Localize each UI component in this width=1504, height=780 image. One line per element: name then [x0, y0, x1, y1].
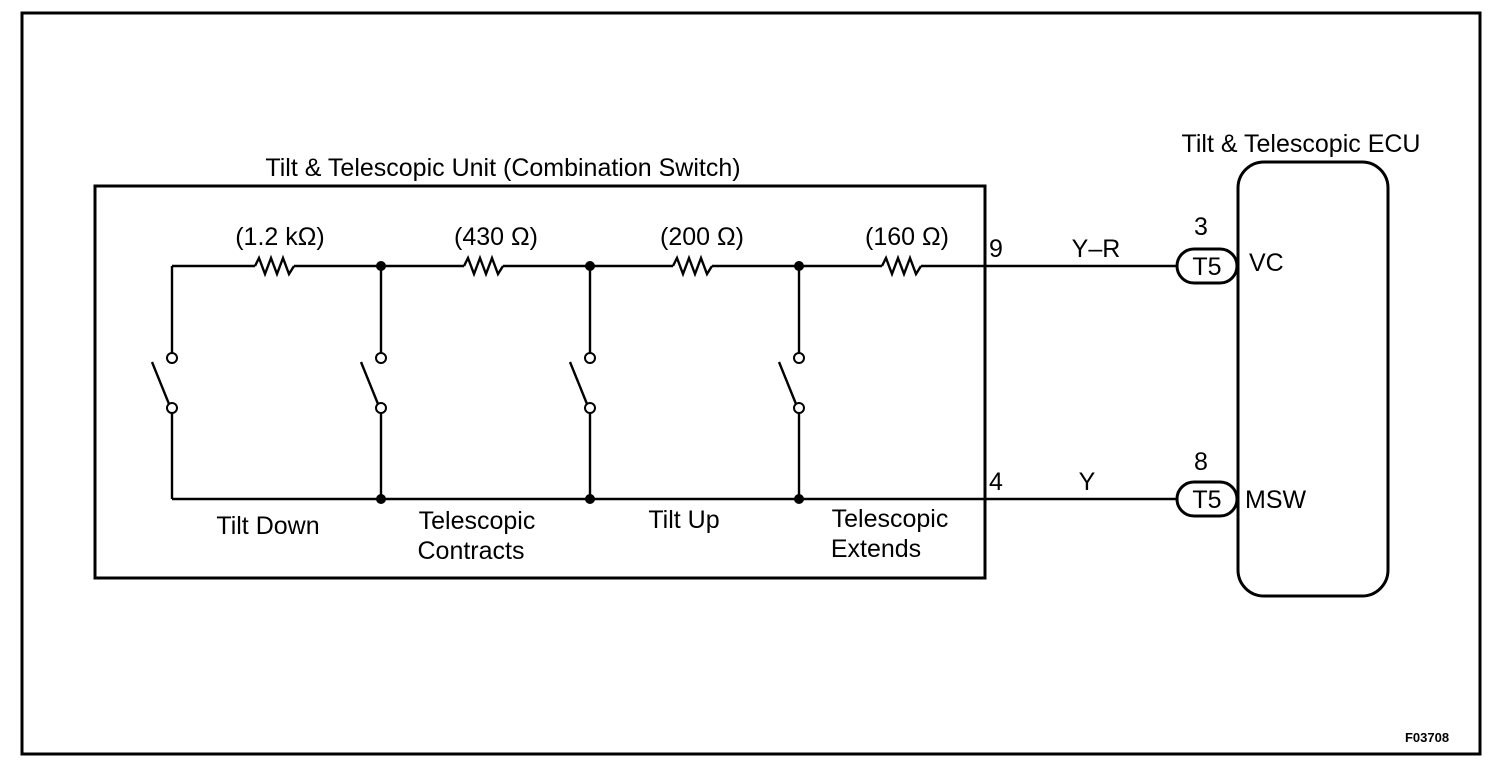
- ecu-title: Tilt & Telescopic ECU: [1182, 130, 1421, 158]
- connector-t5-msw: [1175, 480, 1239, 518]
- unit-pin-bottom: 4: [989, 468, 1003, 496]
- switch-label-telescopic-contracts-2: Contracts: [418, 537, 525, 565]
- terminal-msw: MSW: [1245, 486, 1307, 514]
- switch-label-telescopic-extends-1: Telescopic: [832, 505, 949, 533]
- wire-color-bottom: Y: [1079, 468, 1096, 496]
- unit-box: [93, 184, 987, 580]
- junction-dot: [585, 494, 595, 504]
- outer-frame: [20, 11, 1482, 756]
- connector-2-pin: 8: [1194, 448, 1208, 476]
- switch-label-telescopic-contracts-1: Telescopic: [419, 507, 536, 535]
- resistor-3-label: (200 Ω): [660, 223, 744, 251]
- junction-dot: [376, 261, 386, 271]
- resistor-1-label: (1.2 kΩ): [235, 223, 325, 251]
- unit-title: Tilt & Telescopic Unit (Combination Swit…: [265, 154, 740, 182]
- resistor-2: [462, 254, 505, 278]
- resistor-4: [880, 254, 923, 278]
- ecu-box: [1236, 160, 1390, 598]
- switch-telescopic-extends: [777, 266, 805, 499]
- figure-id: F03708: [1405, 730, 1449, 745]
- terminal-vc: VC: [1249, 249, 1284, 277]
- wire-color-top: Y–R: [1072, 235, 1121, 263]
- resistor-1: [253, 254, 296, 278]
- connector-t5-vc: [1175, 247, 1239, 285]
- switch-label-telescopic-extends-2: Extends: [831, 535, 921, 563]
- switch-tilt-up: [568, 266, 596, 499]
- connector-2-name: T5: [1192, 486, 1221, 514]
- switch-telescopic-contracts: [359, 266, 387, 499]
- junction-dot: [794, 494, 804, 504]
- switch-tilt-down: [150, 266, 178, 499]
- unit-pin-top: 9: [989, 235, 1003, 263]
- resistor-2-label: (430 Ω): [454, 223, 538, 251]
- junction-dot: [376, 494, 386, 504]
- junction-dot: [794, 261, 804, 271]
- switch-label-tilt-up: Tilt Up: [648, 506, 719, 534]
- resistor-3: [671, 254, 714, 278]
- connector-1-pin: 3: [1194, 213, 1208, 241]
- resistor-4-label: (160 Ω): [865, 223, 949, 251]
- junction-dot: [585, 261, 595, 271]
- connector-1-name: T5: [1192, 253, 1221, 281]
- switch-label-tilt-down: Tilt Down: [216, 512, 319, 540]
